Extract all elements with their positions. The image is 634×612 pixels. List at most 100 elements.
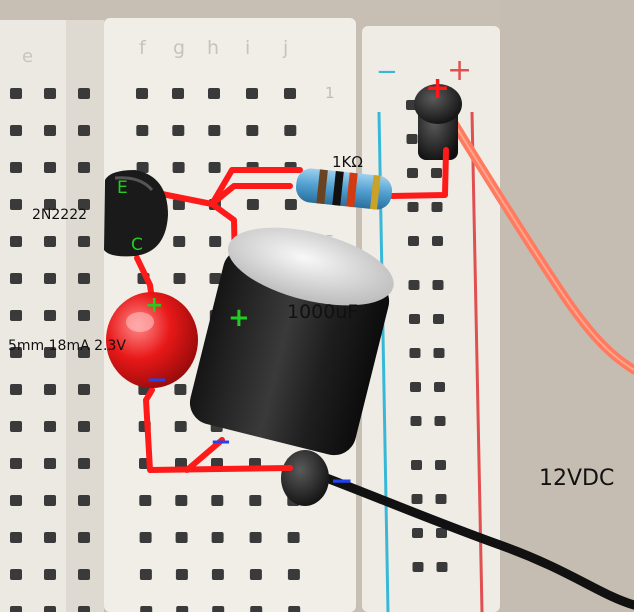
breadboard-hole bbox=[288, 606, 301, 612]
breadboard-hole bbox=[172, 162, 185, 173]
power-rail: − + bbox=[362, 26, 500, 612]
breadboard-hole bbox=[175, 532, 188, 543]
breadboard-hole bbox=[78, 88, 90, 99]
breadboard-hole bbox=[44, 606, 56, 612]
breadboard-hole bbox=[436, 562, 448, 572]
breadboard-hole bbox=[44, 495, 56, 506]
breadboard-hole bbox=[78, 421, 90, 432]
breadboard-hole bbox=[10, 199, 22, 210]
breadboard-hole bbox=[10, 421, 22, 432]
breadboard-hole bbox=[175, 569, 188, 580]
capacitor-plus-mark: + bbox=[228, 303, 250, 333]
breadboard-hole bbox=[174, 384, 187, 395]
breadboard-hole bbox=[78, 606, 90, 612]
breadboard-hole bbox=[140, 606, 153, 612]
breadboard-hole bbox=[409, 314, 420, 324]
breadboard-hole bbox=[78, 310, 90, 321]
capacitor-1000uf: + − 1000uF bbox=[189, 227, 394, 457]
breadboard-hole bbox=[44, 384, 56, 395]
rail-plus-sign: + bbox=[447, 53, 472, 88]
transistor-emitter-label: E bbox=[117, 178, 128, 198]
breadboard-hole bbox=[409, 348, 421, 358]
breadboard-hole bbox=[284, 88, 296, 99]
breadboard-hole bbox=[10, 347, 22, 358]
positive-supply-plug: + bbox=[414, 71, 462, 160]
breadboard-hole bbox=[434, 416, 446, 426]
breadboard-hole bbox=[175, 458, 187, 469]
breadboard-hole bbox=[249, 532, 262, 543]
supply-negative-wire bbox=[295, 463, 634, 610]
breadboard-hole bbox=[249, 495, 262, 506]
breadboard-hole bbox=[287, 532, 300, 543]
breadboard-hole bbox=[436, 528, 447, 538]
breadboard-hole bbox=[139, 569, 152, 580]
breadboard-hole bbox=[78, 384, 90, 395]
led-label: 5mm 18mA 2.3V bbox=[8, 338, 126, 354]
breadboard-hole bbox=[44, 569, 56, 580]
breadboard-hole bbox=[78, 532, 90, 543]
breadboard-hole bbox=[211, 532, 224, 543]
breadboard-hole bbox=[10, 532, 22, 543]
breadboard-hole bbox=[44, 421, 56, 432]
breadboard-hole bbox=[250, 606, 263, 612]
breadboard-hole bbox=[44, 532, 56, 543]
column-letter-f: f bbox=[139, 37, 147, 59]
breadboard-hole bbox=[78, 199, 90, 210]
breadboard-hole bbox=[176, 606, 189, 612]
breadboard-hole bbox=[431, 202, 443, 212]
transistor-label: 2N2222 bbox=[32, 207, 87, 223]
breadboard-hole bbox=[435, 494, 447, 504]
negative-supply-mark: − bbox=[330, 464, 353, 497]
breadboard-hole bbox=[139, 495, 152, 506]
column-letter-g: g bbox=[173, 37, 185, 59]
breadboard-hole bbox=[433, 314, 444, 324]
column-letter-e: e bbox=[22, 46, 33, 67]
breadboard-hole bbox=[78, 273, 90, 284]
breadboard-hole bbox=[211, 495, 224, 506]
breadboard-hole bbox=[433, 348, 445, 358]
transistor-collector-label: C bbox=[131, 235, 143, 255]
breadboard-hole bbox=[284, 125, 297, 136]
breadboard-hole bbox=[408, 280, 420, 290]
breadboard-hole bbox=[410, 416, 422, 426]
breadboard-hole bbox=[287, 569, 300, 580]
capacitor-label: 1000uF bbox=[287, 301, 358, 323]
positive-supply-mark: + bbox=[425, 71, 450, 106]
breadboard-hole bbox=[44, 162, 56, 173]
breadboard-hole bbox=[407, 168, 418, 178]
breadboard-hole bbox=[411, 494, 423, 504]
breadboard-hole bbox=[10, 125, 22, 136]
breadboard-hole bbox=[432, 236, 443, 246]
breadboard-hole bbox=[44, 125, 56, 136]
breadboard-hole bbox=[78, 495, 90, 506]
breadboard-hole bbox=[434, 382, 445, 392]
breadboard-hole bbox=[10, 458, 22, 469]
breadboard-hole bbox=[10, 569, 22, 580]
breadboard-hole bbox=[406, 134, 418, 144]
capacitor-minus-mark: − bbox=[210, 427, 232, 457]
breadboard-hole bbox=[78, 458, 90, 469]
breadboard-hole bbox=[411, 460, 422, 470]
breadboard-hole bbox=[212, 606, 225, 612]
breadboard-hole bbox=[44, 273, 56, 284]
breadboard-hole bbox=[209, 236, 222, 247]
breadboard-hole bbox=[431, 168, 442, 178]
breadboard-hole bbox=[10, 310, 22, 321]
left-board-section: e bbox=[0, 20, 104, 612]
column-letters: f g h i j bbox=[139, 37, 288, 59]
breadboard-hole bbox=[10, 606, 22, 612]
breadboard-hole bbox=[208, 125, 221, 136]
rail-minus-sign: − bbox=[376, 57, 398, 87]
column-letter-i: i bbox=[245, 37, 250, 59]
breadboard-hole bbox=[78, 236, 90, 247]
resistor-label: 1KΩ bbox=[332, 153, 363, 171]
breadboard-hole bbox=[173, 273, 186, 284]
breadboard-hole bbox=[284, 199, 297, 210]
breadboard-hole bbox=[173, 236, 186, 247]
breadboard-hole bbox=[246, 125, 259, 136]
breadboard-hole bbox=[78, 162, 90, 173]
breadboard-hole bbox=[407, 202, 419, 212]
breadboard-hole bbox=[10, 88, 22, 99]
led-red: + − 5mm 18mA 2.3V bbox=[8, 292, 198, 395]
